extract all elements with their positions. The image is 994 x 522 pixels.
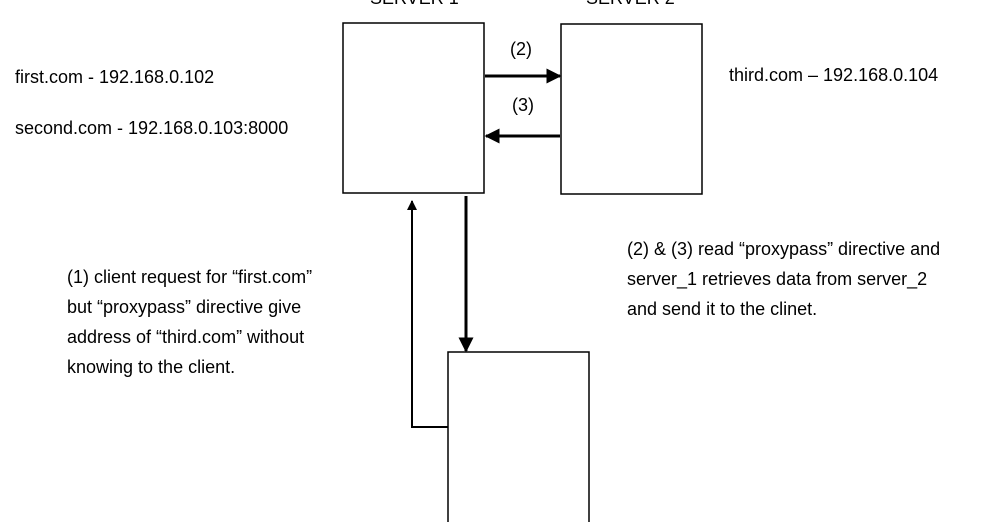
server-1-label: SERVER 1 bbox=[370, 0, 459, 9]
second-com-address: second.com - 192.168.0.103:8000 bbox=[15, 118, 289, 138]
third-com-address: third.com – 192.168.0.104 bbox=[729, 65, 939, 85]
server-2-box bbox=[560, 23, 703, 195]
first-com-address: first.com - 192.168.0.102 bbox=[15, 67, 215, 87]
arrow-3-label: (3) bbox=[512, 95, 534, 115]
arrow-client-to-server-1 bbox=[407, 200, 448, 428]
proxy-note: (2) & (3) read “proxypass” directive and… bbox=[627, 234, 940, 324]
server-1-box bbox=[342, 22, 485, 194]
client-box bbox=[447, 351, 590, 522]
proxy-note-line: and send it to the clinet. bbox=[627, 299, 818, 319]
client-note-line: knowing to the client. bbox=[67, 357, 236, 377]
client-note-line: (1) client request for “first.com” bbox=[67, 267, 313, 287]
client-note: (1) client request for “first.com” but “… bbox=[67, 262, 312, 382]
proxy-note-line: server_1 retrieves data from server_2 bbox=[627, 269, 928, 289]
client-note-line: address of “third.com” without bbox=[67, 327, 305, 347]
proxy-note-line: (2) & (3) read “proxypass” directive and bbox=[627, 239, 941, 259]
client-note-line: but “proxypass” directive give bbox=[67, 297, 302, 317]
arrow-2-label: (2) bbox=[510, 39, 532, 59]
server-2-label: SERVER 2 bbox=[586, 0, 675, 9]
